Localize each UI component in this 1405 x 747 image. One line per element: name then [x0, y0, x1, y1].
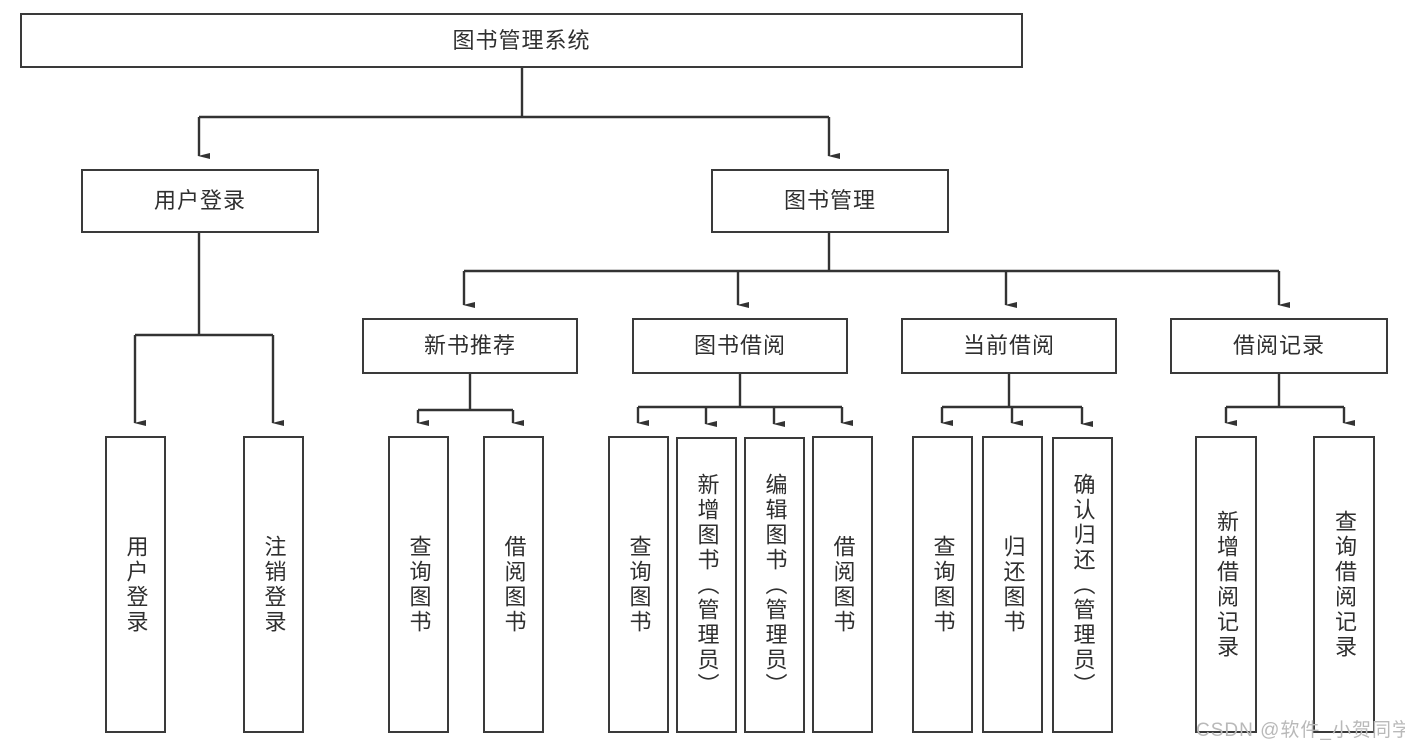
watermark-text: CSDN @软件_小贺同学	[1196, 720, 1405, 741]
leaf-query-books-recommendation[interactable]: 查询图书	[388, 436, 449, 733]
node-label: 图书管理系统	[452, 27, 591, 53]
leaf-label: 新增图书（管理员）	[694, 472, 720, 698]
leaf-add-book-admin[interactable]: 新增图书（管理员）	[676, 437, 737, 733]
leaf-label: 查询图书	[930, 534, 956, 635]
node-book-borrowing[interactable]: 图书借阅	[632, 318, 848, 374]
leaf-user-login[interactable]: 用户登录	[105, 436, 166, 733]
node-new-book-recommendation[interactable]: 新书推荐	[362, 318, 578, 374]
leaf-confirm-return-admin[interactable]: 确认归还（管理员）	[1052, 437, 1113, 733]
leaf-label: 查询图书	[406, 534, 432, 635]
node-label: 用户登录	[153, 188, 246, 214]
node-label: 图书借阅	[693, 333, 786, 359]
node-book-management[interactable]: 图书管理	[711, 169, 949, 233]
leaf-label: 新增借阅记录	[1213, 509, 1239, 660]
leaf-add-borrowing-record[interactable]: 新增借阅记录	[1195, 436, 1257, 733]
leaf-return-books[interactable]: 归还图书	[982, 436, 1043, 733]
leaf-query-books-borrowing[interactable]: 查询图书	[608, 436, 669, 733]
node-label: 图书管理	[783, 188, 876, 214]
node-label: 新书推荐	[423, 333, 516, 359]
leaf-label: 借阅图书	[501, 534, 527, 635]
leaf-label: 查询借阅记录	[1331, 509, 1357, 660]
leaf-query-books-current[interactable]: 查询图书	[912, 436, 973, 733]
node-root-book-management-system[interactable]: 图书管理系统	[20, 13, 1023, 68]
leaf-label: 查询图书	[626, 534, 652, 635]
leaf-label: 编辑图书（管理员）	[762, 472, 788, 698]
leaf-label: 注销登录	[261, 534, 287, 635]
leaf-label: 确认归还（管理员）	[1070, 472, 1096, 698]
node-label: 借阅记录	[1232, 333, 1325, 359]
leaf-label: 归还图书	[1000, 534, 1026, 635]
node-borrowing-records[interactable]: 借阅记录	[1170, 318, 1388, 374]
node-current-borrowing[interactable]: 当前借阅	[901, 318, 1117, 374]
node-user-login[interactable]: 用户登录	[81, 169, 319, 233]
node-label: 当前借阅	[962, 333, 1055, 359]
leaf-label: 用户登录	[123, 534, 149, 635]
leaf-label: 借阅图书	[830, 534, 856, 635]
leaf-logout[interactable]: 注销登录	[243, 436, 304, 733]
leaf-borrow-books-borrowing[interactable]: 借阅图书	[812, 436, 873, 733]
leaf-query-borrowing-record[interactable]: 查询借阅记录	[1313, 436, 1375, 733]
leaf-borrow-books-recommendation[interactable]: 借阅图书	[483, 436, 544, 733]
leaf-edit-book-admin[interactable]: 编辑图书（管理员）	[744, 437, 805, 733]
